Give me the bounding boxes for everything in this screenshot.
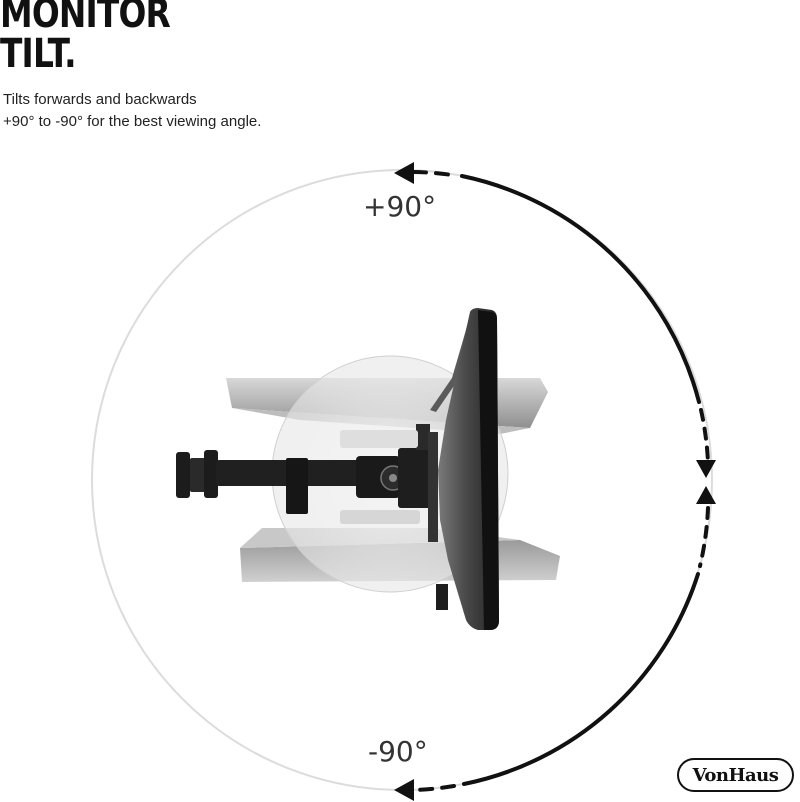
headline-line-1: MONITOR bbox=[0, 0, 171, 37]
monitor-upright bbox=[430, 308, 499, 630]
subtitle: Tilts forwards and backwards +90° to -90… bbox=[3, 89, 261, 133]
arrow-head-middle-down bbox=[696, 460, 716, 478]
mount-arm bbox=[176, 424, 438, 542]
headline: MONITOR TILT. bbox=[0, 0, 171, 77]
headline-line-2: TILT. bbox=[0, 31, 77, 77]
vonhaus-logo: VonHaus bbox=[677, 758, 794, 792]
logo-text: VonHaus bbox=[692, 764, 779, 786]
angle-label-minus-90: -90° bbox=[368, 735, 428, 768]
tilt-arrows bbox=[412, 170, 710, 792]
subtitle-line-1: Tilts forwards and backwards bbox=[3, 91, 197, 108]
angle-label-plus-90: +90° bbox=[363, 190, 437, 223]
subtitle-line-2: +90° to -90° for the best viewing angle. bbox=[3, 113, 262, 130]
arrow-head-bottom bbox=[394, 779, 414, 801]
arrow-head-top bbox=[394, 162, 414, 184]
arrow-heads bbox=[394, 162, 716, 801]
arrow-head-middle-up bbox=[696, 486, 716, 504]
